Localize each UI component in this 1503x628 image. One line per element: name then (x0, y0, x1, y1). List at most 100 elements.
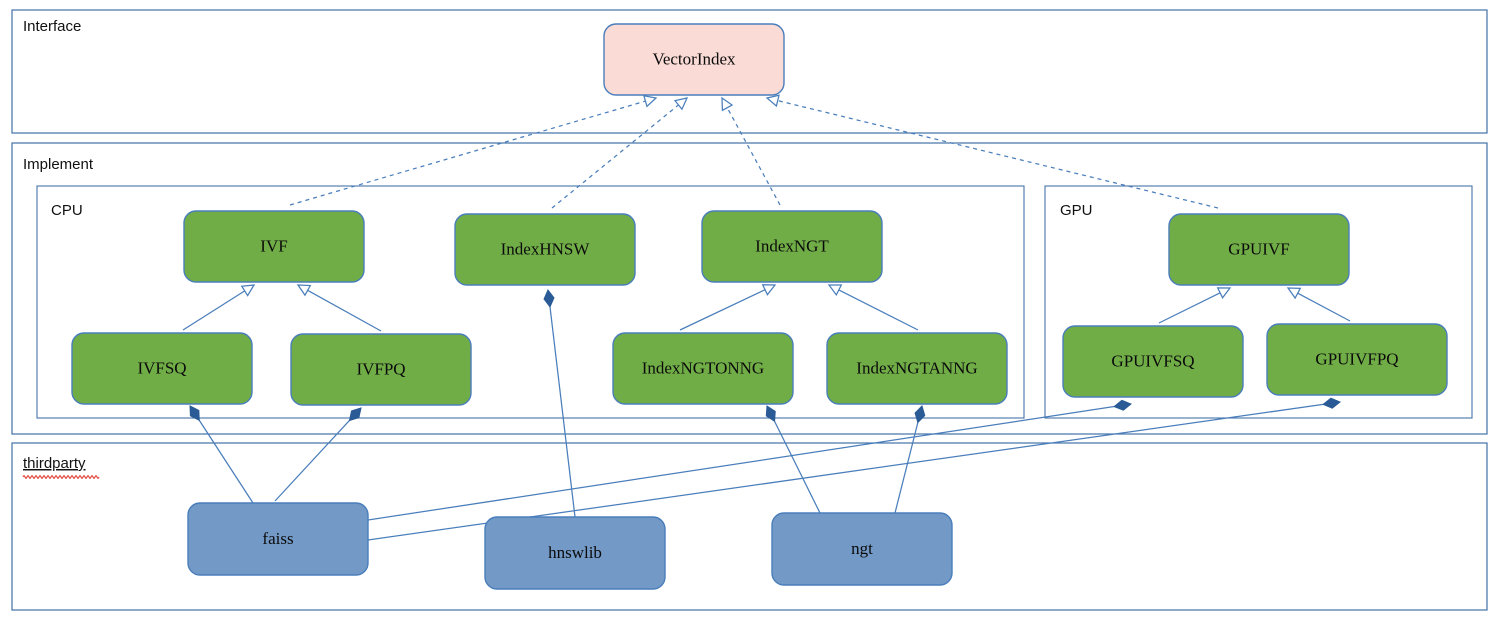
node-label-ngt: ngt (851, 539, 873, 558)
filled-diamond-marker (914, 405, 926, 424)
node-box-IndexHNSW[interactable] (454, 213, 636, 286)
node-label-VectorIndex: VectorIndex (652, 49, 736, 68)
group-label-cpu: CPU (51, 202, 83, 219)
node-box-IVFPQ[interactable] (290, 333, 472, 406)
edge-path (549, 306, 576, 518)
node-box-GPUIVFSQ[interactable] (1062, 325, 1244, 398)
group-label-implement: Implement (23, 156, 94, 173)
node-faiss[interactable]: faiss (187, 502, 369, 576)
node-GPUIVFPQ[interactable]: GPUIVFPQ (1266, 323, 1448, 396)
filled-diamond-marker (765, 405, 776, 423)
edge-path (773, 420, 821, 514)
node-box-GPUIVF[interactable] (1168, 213, 1350, 286)
node-label-faiss: faiss (262, 529, 293, 548)
edge-ivf-realizes-vectorindex (289, 95, 658, 206)
edge-path (367, 405, 1115, 521)
edge-path (894, 422, 919, 514)
edge-path (726, 107, 781, 206)
filled-diamond-marker (1322, 397, 1341, 409)
edge-path (1158, 292, 1221, 324)
edge-path (289, 100, 646, 206)
node-label-hnswlib: hnswlib (548, 543, 602, 562)
hollow-triangle-arrowhead (673, 97, 689, 111)
edge-path (551, 104, 679, 209)
edge-faiss-composes-gpuivfsq (367, 399, 1132, 521)
edge-ngtonng-extends-ngt (679, 284, 777, 331)
hollow-triangle-arrowhead (1216, 287, 1232, 299)
node-label-IndexNGTANNG: IndexNGTANNG (856, 358, 977, 377)
node-box-IVF[interactable] (183, 210, 365, 283)
node-IndexHNSW[interactable]: IndexHNSW (454, 213, 636, 286)
node-label-GPUIVFPQ: GPUIVFPQ (1315, 349, 1398, 368)
node-box-VectorIndex[interactable] (603, 23, 785, 96)
node-IndexNGTANNG[interactable]: IndexNGTANNG (826, 332, 1008, 405)
node-ngt[interactable]: ngt (771, 512, 953, 586)
node-label-IndexHNSW: IndexHNSW (501, 239, 591, 258)
hollow-triangle-arrowhead (240, 284, 256, 297)
edge-path (838, 289, 919, 331)
edge-path (182, 290, 246, 331)
node-label-IndexNGTONNG: IndexNGTONNG (642, 358, 764, 377)
edge-faiss-composes-ivfpq (274, 407, 362, 502)
node-label-IVF: IVF (260, 236, 287, 255)
hollow-triangle-arrowhead (765, 94, 780, 108)
node-IVFSQ[interactable]: IVFSQ (71, 332, 253, 405)
edge-ngt-composes-ngtanng (894, 405, 926, 514)
edge-ivfpq-extends-ivf (296, 284, 382, 332)
edge-gpuivf-realizes-vectorindex (765, 94, 1219, 209)
edge-ngtanng-extends-ngt (827, 284, 919, 331)
node-IVF[interactable]: IVF (183, 210, 365, 283)
edge-gpuivfpq-extends-gpuivf (1286, 287, 1351, 322)
filled-diamond-marker (189, 405, 200, 422)
node-box-IndexNGTANNG[interactable] (826, 332, 1008, 405)
node-box-ngt[interactable] (771, 512, 953, 586)
hollow-triangle-arrowhead (1286, 287, 1302, 300)
group-label-thirdparty: thirdparty (23, 455, 86, 472)
edge-hnswlib-composes-indexhnsw (543, 289, 576, 518)
node-IndexNGT[interactable]: IndexNGT (701, 210, 883, 283)
node-box-faiss[interactable] (187, 502, 369, 576)
node-box-hnswlib[interactable] (484, 516, 666, 590)
edge-faiss-composes-ivfsq (189, 405, 254, 504)
node-label-IndexNGT: IndexNGT (755, 236, 829, 255)
hollow-triangle-arrowhead (827, 284, 843, 297)
node-label-GPUIVFSQ: GPUIVFSQ (1111, 351, 1194, 370)
node-box-GPUIVFPQ[interactable] (1266, 323, 1448, 396)
filled-diamond-marker (348, 407, 362, 422)
node-label-IVFSQ: IVFSQ (137, 358, 186, 377)
edge-path (1297, 292, 1351, 322)
hollow-triangle-arrowhead (761, 284, 777, 296)
edge-path (679, 289, 766, 331)
node-box-IVFSQ[interactable] (71, 332, 253, 405)
node-label-GPUIVF: GPUIVF (1228, 239, 1289, 258)
node-label-IVFPQ: IVFPQ (356, 359, 405, 378)
edge-ivfsq-extends-ivf (182, 284, 256, 331)
node-GPUIVF[interactable]: GPUIVF (1168, 213, 1350, 286)
spellcheck-squiggle-thirdparty (22, 475, 100, 479)
edge-path (307, 289, 382, 332)
hollow-triangle-arrowhead (721, 96, 734, 112)
edge-hnsw-realizes-vectorindex (551, 97, 689, 209)
node-box-IndexNGTONNG[interactable] (612, 332, 794, 405)
node-IndexNGTONNG[interactable]: IndexNGTONNG (612, 332, 794, 405)
edge-path (777, 99, 1219, 209)
edge-ngt-realizes-vectorindex (721, 96, 781, 206)
node-hnswlib[interactable]: hnswlib (484, 516, 666, 590)
node-IVFPQ[interactable]: IVFPQ (290, 333, 472, 406)
node-VectorIndex[interactable]: VectorIndex (603, 23, 785, 96)
edge-path (198, 419, 254, 504)
edge-path (274, 420, 350, 502)
hollow-triangle-arrowhead (296, 284, 312, 297)
node-GPUIVFSQ[interactable]: GPUIVFSQ (1062, 325, 1244, 398)
edge-gpuivfsq-extends-gpuivf (1158, 287, 1232, 324)
filled-diamond-marker (1113, 399, 1132, 411)
filled-diamond-marker (543, 289, 555, 308)
node-box-IndexNGT[interactable] (701, 210, 883, 283)
group-label-gpu: GPU (1060, 202, 1093, 219)
edge-ngt-composes-ngtonng (765, 405, 821, 514)
group-label-interface: Interface (23, 18, 81, 35)
hollow-triangle-arrowhead (643, 95, 658, 108)
